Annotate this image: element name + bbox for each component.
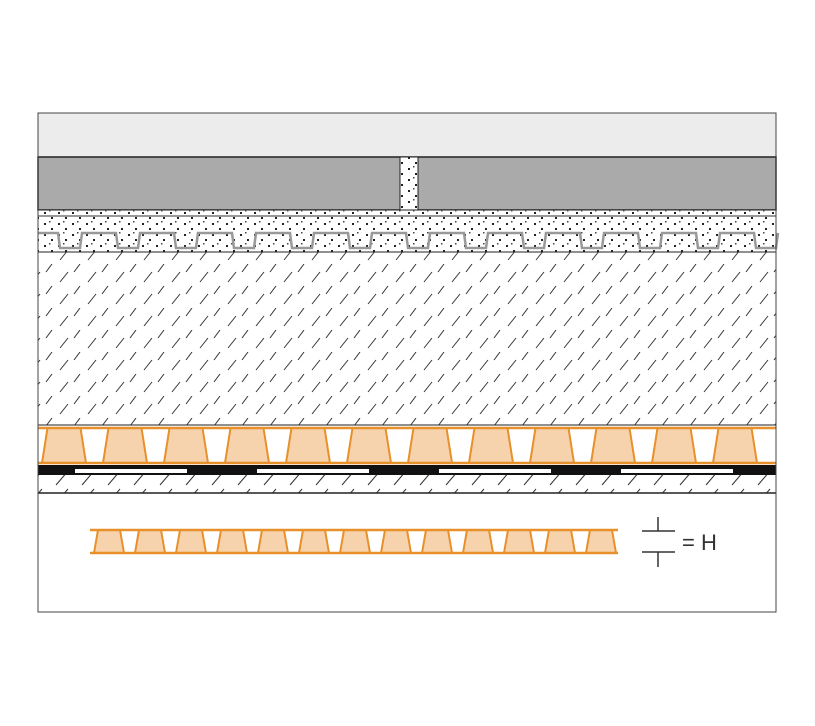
mat-cell bbox=[379, 529, 413, 554]
mat-cell bbox=[40, 427, 88, 464]
mat-cell bbox=[284, 427, 332, 464]
mat-cell bbox=[92, 529, 126, 554]
mat-cell bbox=[543, 529, 577, 554]
mat-cell bbox=[174, 529, 208, 554]
mat-cell bbox=[467, 427, 515, 464]
mat-cell bbox=[420, 529, 454, 554]
diagram-frame bbox=[37, 112, 780, 613]
sealing-strip bbox=[38, 465, 776, 475]
mat-cell bbox=[584, 529, 618, 554]
mat-cell bbox=[345, 427, 393, 464]
mat-cell bbox=[461, 529, 495, 554]
height-label: = H bbox=[682, 530, 717, 555]
mat-cell bbox=[589, 427, 637, 464]
top-band bbox=[38, 113, 776, 157]
height-symbol-icon bbox=[642, 517, 675, 567]
screed-layer bbox=[37, 251, 777, 426]
mat-cell bbox=[502, 529, 536, 554]
mat-cell bbox=[215, 529, 249, 554]
mat-cell bbox=[101, 427, 149, 464]
mat-cell bbox=[528, 427, 576, 464]
mat-cell bbox=[256, 529, 290, 554]
dimpled-membrane bbox=[38, 215, 780, 250]
mat-cell bbox=[650, 427, 698, 464]
mat-cell bbox=[711, 427, 759, 464]
mat-cell bbox=[297, 529, 331, 554]
mat-cell bbox=[162, 427, 210, 464]
mat-cell bbox=[223, 427, 271, 464]
legend-mat-sample bbox=[90, 528, 618, 555]
membrane-profile bbox=[38, 231, 780, 250]
mat-cell bbox=[133, 529, 167, 554]
uncoupling-mat bbox=[38, 426, 776, 465]
mat-cell bbox=[406, 427, 454, 464]
substrate-layer bbox=[38, 475, 776, 493]
mat-cell bbox=[338, 529, 372, 554]
